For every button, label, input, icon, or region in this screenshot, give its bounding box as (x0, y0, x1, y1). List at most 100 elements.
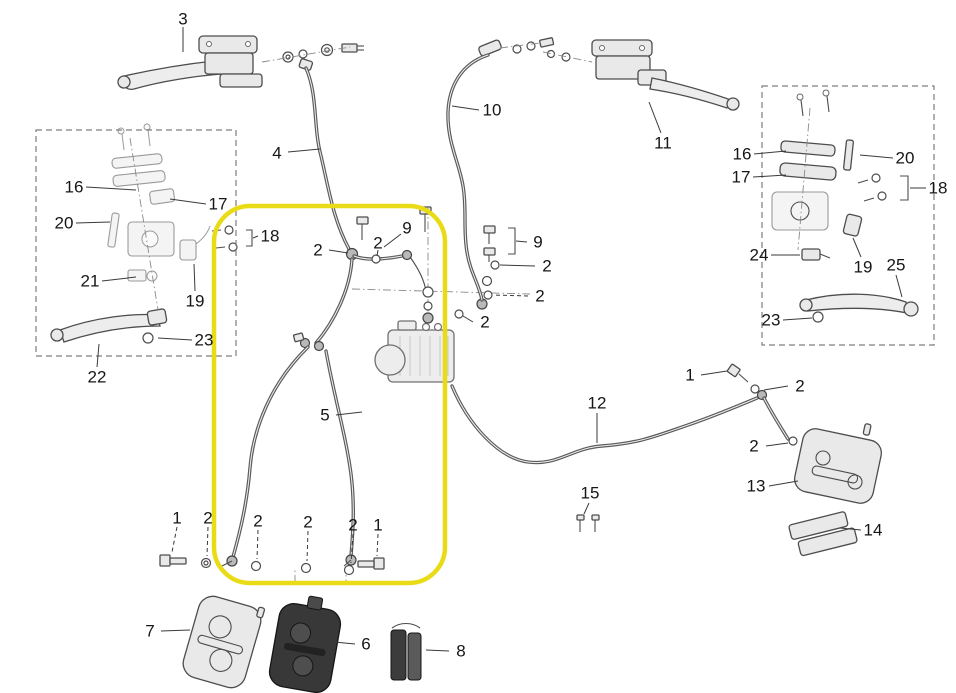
callout-label: 17 (732, 168, 751, 187)
rear-reservoir-exploded (771, 89, 919, 323)
callout-label: 1 (373, 516, 382, 535)
callout-label: 7 (145, 622, 154, 641)
highlight-region (211, 203, 448, 586)
leader-line (765, 442, 789, 447)
callout-label: 9 (402, 219, 411, 238)
callout-label: 21 (81, 272, 100, 291)
leader-line (859, 154, 894, 159)
front-caliper-hardware (159, 554, 385, 576)
leader-line (752, 174, 787, 178)
leader-line (768, 480, 799, 487)
leader-line (515, 240, 528, 243)
callout-label: 2 (253, 512, 262, 531)
leader-line (583, 502, 590, 515)
leader-line (75, 221, 111, 224)
leader-line (782, 317, 813, 321)
leader-line (252, 235, 259, 239)
front-master-cylinder-assembly (117, 35, 427, 292)
callout-label: 18 (261, 227, 280, 246)
callout-label: 2 (795, 377, 804, 396)
front-caliper-right (268, 595, 342, 693)
leader-line (492, 294, 529, 297)
leader-line (169, 198, 207, 205)
leader-line (376, 249, 379, 257)
leader-line (160, 629, 191, 632)
leader-line (171, 526, 178, 553)
rear-reservoir-box (761, 85, 935, 346)
callout-label: 20 (55, 214, 74, 233)
callout-label: 6 (361, 635, 370, 654)
callout-label: 22 (88, 368, 107, 387)
callout-label: 9 (533, 233, 542, 252)
callout-label: 2 (303, 513, 312, 532)
leader-line (96, 343, 100, 368)
callout-label: 1 (172, 509, 181, 528)
callout-label: 2 (348, 516, 357, 535)
callout-label: 2 (313, 241, 322, 260)
callout-label: 2 (203, 509, 212, 528)
callout-label: 13 (747, 477, 766, 496)
front-reservoir-box (35, 129, 237, 357)
leader-line (101, 276, 137, 282)
brake-pads (390, 622, 422, 681)
leader-line (839, 527, 862, 531)
callout-label: 2 (480, 313, 489, 332)
leader-line (462, 315, 474, 323)
callout-label: 15 (581, 484, 600, 503)
callout-label: 12 (588, 394, 607, 413)
leader-line (157, 337, 193, 341)
front-calipers (182, 595, 422, 693)
leader-line (335, 411, 363, 416)
callout-label: 2 (542, 257, 551, 276)
right-master-cylinder-assembly (446, 37, 740, 302)
callout-label: 2 (749, 437, 758, 456)
leader-line (193, 263, 196, 292)
callout-label: 17 (209, 195, 228, 214)
callout-label: 16 (733, 145, 752, 164)
leader-line (383, 233, 402, 248)
leader-line (895, 274, 903, 298)
callout-label: 2 (535, 287, 544, 306)
leader-line (206, 526, 209, 557)
front-reservoir-exploded (50, 123, 211, 344)
leader-line (499, 264, 536, 267)
callout-label: 19 (186, 292, 205, 311)
leader-line (753, 150, 787, 155)
callout-label: 3 (178, 10, 187, 29)
leader-line (425, 649, 450, 652)
front-brake-hoses (221, 257, 357, 584)
leader-line (85, 186, 137, 191)
overlay-layer (35, 85, 935, 586)
callout-label: 2 (373, 234, 382, 253)
callout-label: 24 (750, 246, 769, 265)
leader-line (700, 370, 728, 376)
callout-label: 18 (929, 179, 948, 198)
rear-brake-line (450, 363, 798, 465)
callout-label: 23 (762, 311, 781, 330)
callout-label: 1 (685, 366, 694, 385)
leader-line (287, 148, 321, 153)
leader-line (451, 105, 480, 111)
callout-label: 19 (854, 258, 873, 277)
artwork-layer (50, 35, 919, 693)
callout-label: 11 (654, 134, 672, 153)
callout-label: 8 (456, 642, 465, 661)
leader-line (306, 530, 309, 562)
callout-label: 20 (896, 149, 915, 168)
leader-line (763, 385, 789, 391)
leader-line (648, 101, 662, 134)
leader-line (852, 237, 862, 258)
rear-caliper-assembly (576, 423, 883, 557)
leader-line (256, 529, 259, 560)
callout-label: 4 (272, 144, 281, 163)
leader-line (376, 533, 379, 557)
leader-line (333, 641, 356, 645)
callout-label: 25 (887, 256, 906, 275)
leader-line (350, 533, 354, 564)
callout-label: 23 (195, 331, 214, 350)
callout-label: 16 (65, 178, 84, 197)
callout-label: 14 (864, 521, 883, 540)
